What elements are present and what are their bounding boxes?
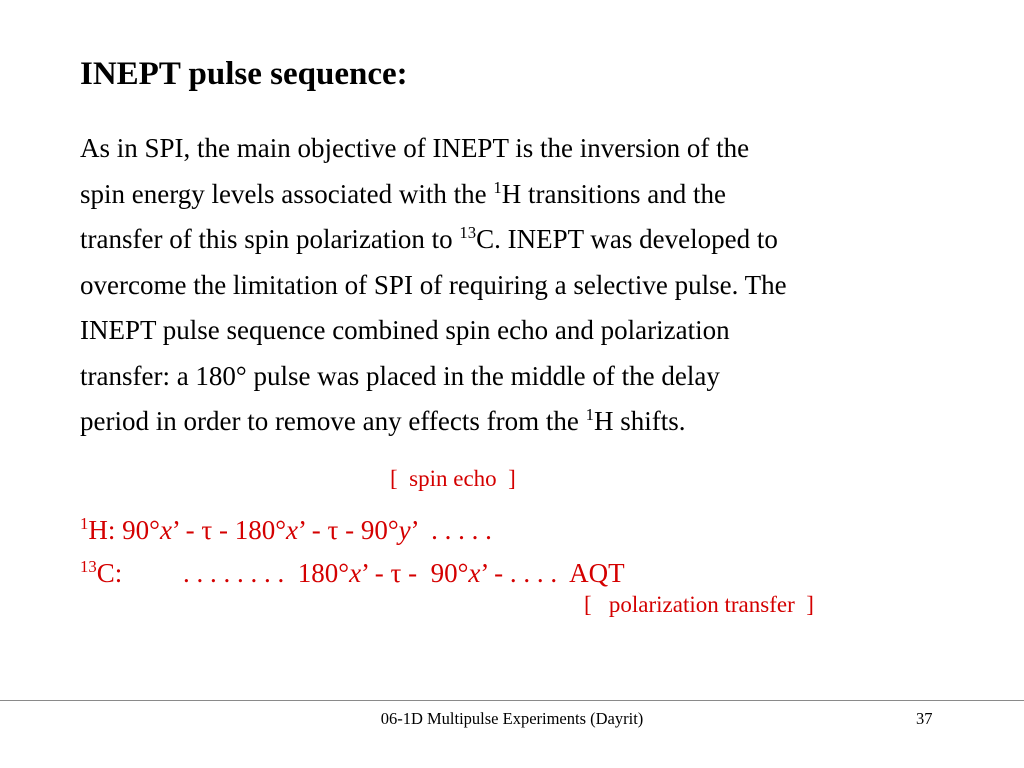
isotope-superscript: 1 <box>493 177 502 197</box>
sequence-carbon-pulses: . . . . . . . . 180°x’ - τ - 90°x’ - . .… <box>183 555 625 591</box>
body-text-segment: H shifts. <box>593 406 686 436</box>
sequence-segment: ’ - τ - 90° <box>298 515 399 545</box>
body-line-1: As in SPI, the main objective of INEPT i… <box>80 133 750 163</box>
body-text-segment: spin energy levels associated with the <box>80 178 494 209</box>
isotope-superscript: 1 <box>585 404 594 424</box>
body-line-2: spin energy levels associated with the 1… <box>80 172 980 218</box>
pulse-sequence-proton: 1H: 90°x’ - τ - 180°x’ - τ - 90°y’ . . .… <box>80 512 492 548</box>
pulse-sequence-carbon: 13C:. . . . . . . . 180°x’ - τ - 90°x’ -… <box>80 555 625 591</box>
body-paragraph: As in SPI, the main objective of INEPT i… <box>80 126 980 445</box>
footer-divider <box>0 700 1024 701</box>
sequence-segment: ’ - τ - 90° <box>361 558 469 588</box>
phase-label: x <box>286 515 299 545</box>
isotope-superscript: 13 <box>80 556 97 576</box>
body-line-4: overcome the limitation of SPI of requir… <box>80 269 787 300</box>
sequence-segment: ’ . . . . . <box>410 515 492 545</box>
sequence-segment: H: 90° <box>88 515 160 545</box>
body-text-segment: C. INEPT was developed to <box>476 224 778 254</box>
body-line-5: INEPT pulse sequence combined spin echo … <box>80 315 730 345</box>
spin-echo-label: [ spin echo ] <box>390 466 516 491</box>
slide-title: INEPT pulse sequence: <box>80 56 408 92</box>
phase-label: y <box>398 515 411 545</box>
sequence-segment: . . . . . . . . 180° <box>183 558 350 588</box>
sequence-nucleus-label: C: <box>96 558 123 588</box>
body-text-segment: H transitions and the <box>501 178 726 209</box>
body-line-3: transfer of this spin polarization to 13… <box>80 217 980 263</box>
sequence-segment: ’ - τ - 180° <box>171 515 287 545</box>
isotope-superscript: 1 <box>80 513 89 533</box>
isotope-superscript: 13 <box>459 222 477 242</box>
footer-title: 06-1D Multipulse Experiments (Dayrit) <box>380 709 644 728</box>
phase-label: x <box>468 558 481 588</box>
body-line-7: period in order to remove any effects fr… <box>80 399 980 445</box>
phase-label: x <box>159 515 172 545</box>
page-number: 37 <box>916 709 933 728</box>
sequence-segment: ’ - . . . . AQT <box>480 558 625 588</box>
body-text-segment: period in order to remove any effects fr… <box>80 406 586 436</box>
phase-label: x <box>349 558 362 588</box>
body-line-6: transfer: a 180° pulse was placed in the… <box>80 360 720 391</box>
body-text-segment: transfer of this spin polarization to <box>80 224 460 254</box>
polarization-transfer-label: [ polarization transfer ] <box>584 592 814 617</box>
